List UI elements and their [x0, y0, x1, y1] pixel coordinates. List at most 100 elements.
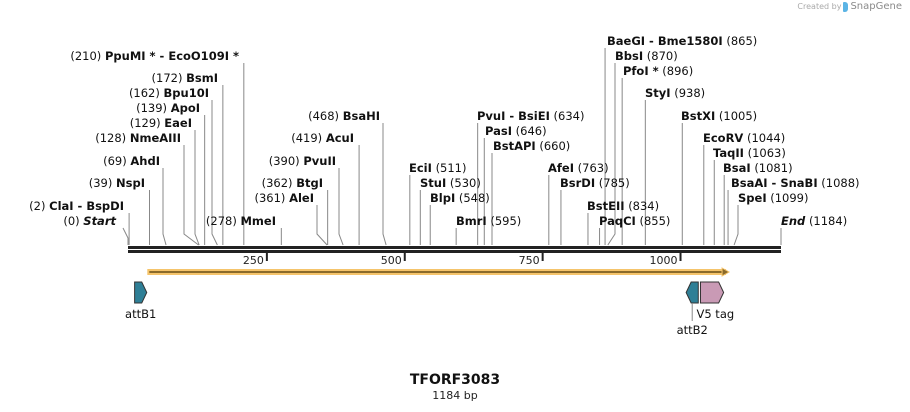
site-position: (2)	[29, 199, 45, 213]
site-line	[733, 205, 739, 246]
site-label: EcoRV (1044)	[703, 131, 785, 145]
site-label: (361) AleI	[254, 191, 314, 205]
site-position: (129)	[130, 116, 161, 130]
site-name: BstEII	[587, 199, 625, 213]
site-position: (865)	[726, 34, 757, 48]
restriction-site-label: (139) ApoI	[136, 101, 200, 115]
site-position: (128)	[95, 131, 126, 145]
site-label: BmrI (595)	[456, 214, 521, 228]
site-name: PfoI *	[623, 64, 659, 78]
site-lines	[122, 48, 782, 246]
site-name: BtgI	[296, 176, 323, 190]
restriction-site-label: PfoI * (896)	[623, 64, 693, 78]
site-name: BstXI	[681, 109, 715, 123]
site-position: (69)	[103, 154, 127, 168]
site-line	[183, 145, 199, 246]
restriction-site-label: StuI (530)	[420, 176, 481, 190]
site-label: PaqCI (855)	[599, 214, 670, 228]
site-line	[162, 168, 167, 246]
restriction-site-label: PasI (646)	[485, 124, 547, 138]
site-position: (870)	[647, 49, 678, 63]
site-position: (763)	[578, 161, 609, 175]
site-label: TaqII (1063)	[713, 146, 786, 160]
site-label: EciI (511)	[409, 161, 467, 175]
site-position: (1044)	[747, 131, 785, 145]
tick-mark	[541, 253, 544, 261]
snapgene-logo-icon	[843, 1, 849, 12]
start-line	[122, 227, 129, 245]
site-position: (468)	[308, 109, 339, 123]
site-name: PpuMI * - EcoO109I *	[105, 49, 239, 63]
site-label: PvuI - BsiEI (634)	[477, 109, 584, 123]
site-name: NmeAIII	[130, 131, 181, 145]
site-name: PvuI - BsiEI	[477, 109, 550, 123]
site-label: AfeI (763)	[548, 161, 609, 175]
site-label: BlpI (548)	[430, 191, 490, 205]
restriction-site-label: (419) AcuI	[291, 131, 354, 145]
site-line	[316, 205, 328, 246]
construct-title-block: TFORF3083 1184 bp	[0, 372, 910, 402]
site-name: EaeI	[164, 116, 192, 130]
end-label: End (1184)	[781, 214, 847, 228]
site-label: BstXI (1005)	[681, 109, 757, 123]
site-label: BbsI (870)	[615, 49, 678, 63]
site-label: (362) BtgI	[262, 176, 323, 190]
site-label: (278) MmeI	[206, 214, 276, 228]
site-name: StyI	[645, 86, 671, 100]
site-label: (69) AhdI	[103, 154, 160, 168]
restriction-site-label: SpeI (1099)	[738, 191, 809, 205]
site-line	[338, 168, 344, 246]
backbone-bottom-strand	[128, 250, 781, 253]
site-label: (210) PpuMI * - EcoO109I *	[70, 49, 239, 63]
site-name: PasI	[485, 124, 512, 138]
site-label: (419) AcuI	[291, 131, 354, 145]
orf-arrowhead	[721, 267, 731, 277]
site-name: BstAPI	[493, 139, 536, 153]
restriction-site-label: (2) ClaI - BspDI	[29, 199, 124, 213]
site-label: StyI (938)	[645, 86, 705, 100]
site-position: (419)	[291, 131, 322, 145]
site-position: (172)	[152, 71, 183, 85]
restriction-site-label: BlpI (548)	[430, 191, 490, 205]
site-label: (162) Bpu10I	[129, 86, 209, 100]
site-name: EcoRV	[703, 131, 743, 145]
site-name: BsaAI - SnaBI	[731, 176, 818, 190]
site-name: MmeI	[240, 214, 276, 228]
site-name: Bpu10I	[164, 86, 209, 100]
site-name: BsmI	[186, 71, 218, 85]
site-position: (278)	[206, 214, 237, 228]
site-name: AhdI	[130, 154, 160, 168]
snapgene-credit: Created by SnapGene	[797, 1, 902, 12]
restriction-site-label: BstAPI (660)	[493, 139, 570, 153]
restriction-site-label: (278) MmeI	[206, 214, 276, 228]
site-position: (530)	[450, 176, 481, 190]
site-name: StuI	[420, 176, 446, 190]
site-name: BsaI	[723, 161, 751, 175]
site-position: (785)	[599, 176, 630, 190]
site-label: BstAPI (660)	[493, 139, 570, 153]
site-labels: (2) ClaI - BspDI(39) NspI(69) AhdI(128) …	[29, 34, 859, 228]
site-label: (139) ApoI	[136, 101, 200, 115]
site-label: (39) NspI	[89, 176, 145, 190]
feature-label: V5 tag	[696, 307, 734, 321]
feature-label: attB1	[125, 307, 156, 321]
restriction-site-label: EciI (511)	[409, 161, 467, 175]
site-position: (1081)	[754, 161, 792, 175]
restriction-site-label: PvuI - BsiEI (634)	[477, 109, 584, 123]
site-label: PfoI * (896)	[623, 64, 693, 78]
restriction-site-label: EcoRV (1044)	[703, 131, 785, 145]
site-name: PvuII	[303, 154, 336, 168]
restriction-site-label: BsaAI - SnaBI (1088)	[731, 176, 860, 190]
site-name: NspI	[116, 176, 145, 190]
site-position: (634)	[554, 109, 585, 123]
tick-label: 250	[243, 254, 264, 267]
restriction-site-label: PaqCI (855)	[599, 214, 670, 228]
site-position: (595)	[490, 214, 521, 228]
restriction-site-label: BstEII (834)	[587, 199, 659, 213]
credit-prefix: Created by	[797, 2, 842, 11]
site-label: BsaAI - SnaBI (1088)	[731, 176, 860, 190]
site-position: (139)	[136, 101, 167, 115]
site-position: (511)	[436, 161, 467, 175]
